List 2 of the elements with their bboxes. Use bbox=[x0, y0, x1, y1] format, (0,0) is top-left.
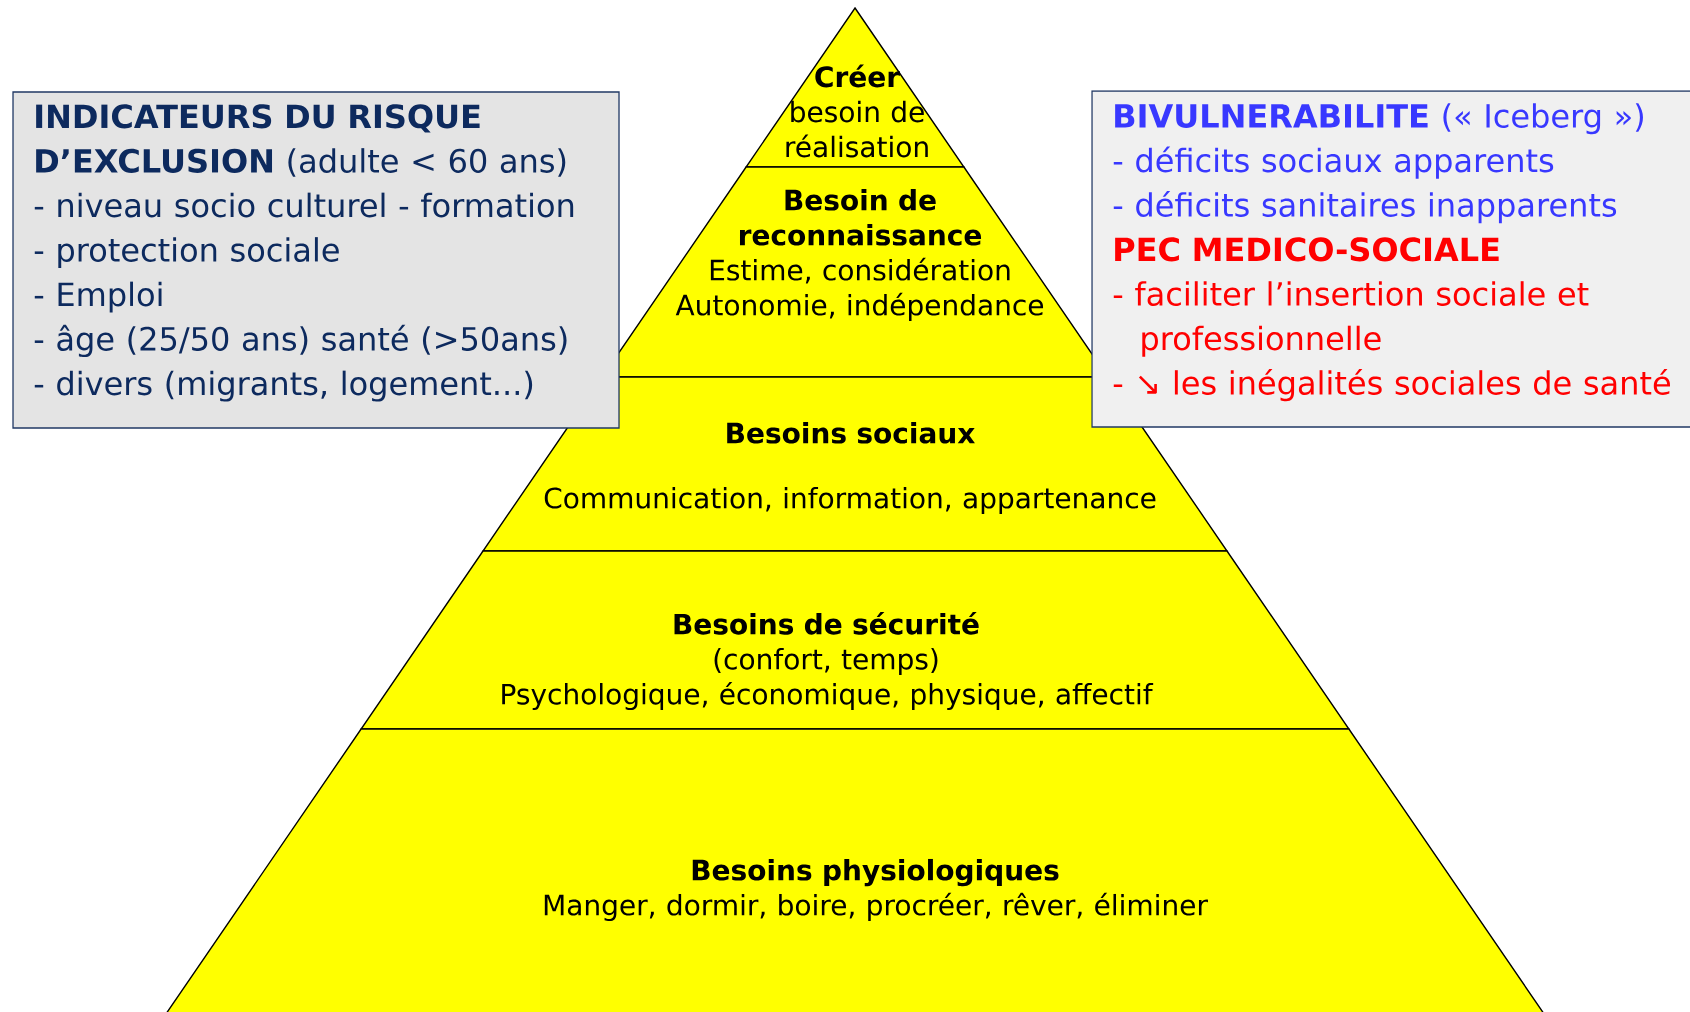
text-box: INDICATEURS DU RISQUE D’EXCLUSION (adulte < 60 ans) - niveau socio culturel - formation - protection sociale - Emploi - âge (25/50 ans) santé (>50ans) - divers (migrants, logement...) bbox=[12, 91, 620, 429]
text-box: BIVULNERABILITE (« Iceberg ») - déficits sociaux apparents - déficits sanitaires inapparents PEC MEDICO-SOCIALE - faciliter l’insertion sociale et professionnelle - ↘ les inégalités sociales de santé bbox=[1091, 90, 1690, 428]
